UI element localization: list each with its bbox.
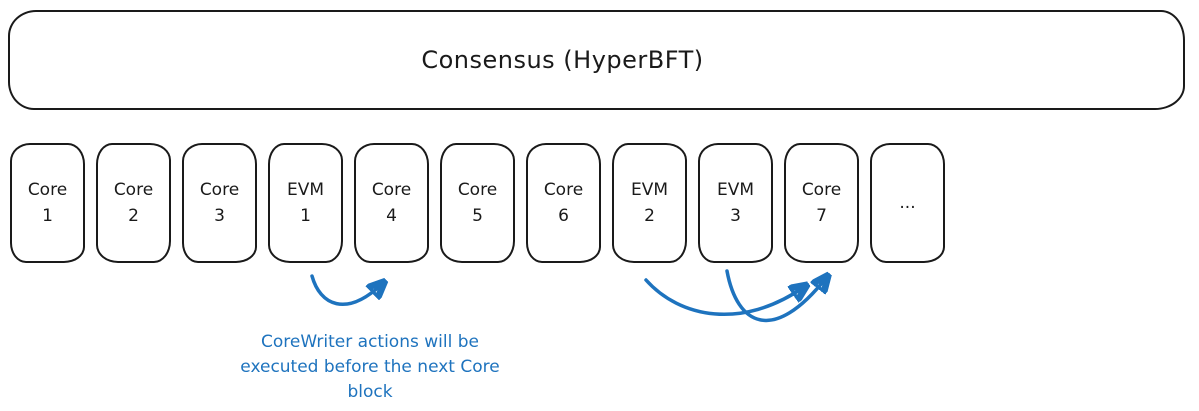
arrow-evm3-to-core7 (725, 271, 826, 323)
blocks-row: Core 1 Core 2 Core 3 EVM 1 Core 4 Core 5… (10, 143, 945, 263)
block-ellipsis: ... (870, 143, 945, 263)
block-number: 5 (472, 206, 483, 226)
block-label: EVM (286, 180, 325, 200)
block-label: Core (457, 180, 498, 200)
block-number: 2 (128, 206, 139, 226)
arrow-evm2-to-core7 (644, 278, 804, 317)
block-core-1: Core 1 (10, 143, 85, 263)
block-core-7: Core 7 (784, 143, 859, 263)
block-label: Core (27, 180, 68, 200)
arrow-evm1-to-core4 (310, 274, 382, 306)
block-label: Core (371, 180, 412, 200)
block-number: 4 (386, 206, 397, 226)
block-number: 2 (644, 206, 655, 226)
block-number: 1 (300, 206, 311, 226)
block-evm-2: EVM 2 (612, 143, 687, 263)
block-number: 3 (730, 206, 741, 226)
block-label: EVM (630, 180, 669, 200)
block-label: Core (801, 180, 842, 200)
corewriter-note-line: executed before the next Core (240, 357, 500, 377)
corewriter-note-line: block (347, 382, 393, 402)
block-label: ... (899, 193, 916, 213)
block-core-6: Core 6 (526, 143, 601, 263)
block-number: 7 (816, 206, 827, 226)
block-number: 1 (42, 206, 53, 226)
block-number: 6 (558, 206, 569, 226)
block-evm-3: EVM 3 (698, 143, 773, 263)
corewriter-note-line: CoreWriter actions will be (261, 332, 479, 352)
corewriter-note: CoreWriter actions will be executed befo… (220, 330, 520, 405)
block-core-2: Core 2 (96, 143, 171, 263)
block-core-3: Core 3 (182, 143, 257, 263)
block-label: EVM (716, 180, 755, 200)
block-label: Core (199, 180, 240, 200)
block-number: 3 (214, 206, 225, 226)
consensus-box: Consensus (HyperBFT) (8, 10, 1185, 110)
block-core-5: Core 5 (440, 143, 515, 263)
consensus-label: Consensus (HyperBFT) (421, 46, 704, 74)
block-label: Core (113, 180, 154, 200)
block-label: Core (543, 180, 584, 200)
block-evm-1: EVM 1 (268, 143, 343, 263)
block-core-4: Core 4 (354, 143, 429, 263)
